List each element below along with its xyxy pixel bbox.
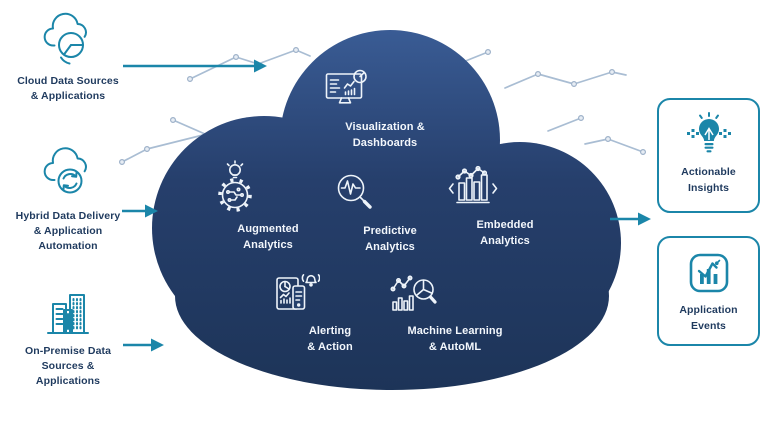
capability-label-line: Analytics bbox=[365, 240, 415, 253]
output-label-line: Actionable bbox=[681, 166, 736, 178]
capability-label-line: & AutoML bbox=[428, 340, 482, 353]
ml-magnifier-icon bbox=[390, 275, 437, 311]
capability-label-line: Dashboards bbox=[352, 136, 418, 149]
source-label-line: Automation bbox=[38, 240, 98, 252]
output-label-line: Insights bbox=[687, 182, 730, 194]
source-label-line: Applications bbox=[35, 375, 101, 387]
source-label-line: Sources & bbox=[41, 360, 95, 372]
source-hybrid-data-delivery: Hybrid Data Delivery & Application Autom… bbox=[4, 146, 132, 254]
output-label-line: Events bbox=[690, 320, 727, 332]
capability-label-line: Alerting bbox=[308, 325, 352, 337]
capability-label-line: Augmented bbox=[237, 223, 299, 235]
capability-label-line: Predictive bbox=[363, 225, 417, 237]
decor-zigzag-nodes bbox=[118, 46, 646, 166]
source-on-premise-data: On-Premise Data Sources & Applications bbox=[4, 290, 132, 389]
capability-label-line: Machine Learning bbox=[407, 325, 503, 337]
capability-alerting-action: Alerting & Action bbox=[272, 270, 388, 355]
cloud-sync-icon bbox=[43, 147, 87, 194]
magnifier-pulse-icon bbox=[337, 174, 372, 209]
device-bell-icon bbox=[276, 274, 320, 310]
capability-label-line: Analytics bbox=[480, 234, 530, 247]
capability-machine-learning: Machine Learning & AutoML bbox=[388, 272, 522, 355]
capability-predictive-analytics: Predictive Analytics bbox=[332, 170, 448, 255]
output-application-events: Application Events bbox=[657, 236, 760, 346]
embedded-bar-chart-icon bbox=[448, 165, 498, 204]
source-cloud-data-sources: Cloud Data Sources & Applications bbox=[8, 12, 128, 104]
source-label-line: & Application bbox=[33, 225, 103, 237]
cloud-pie-chart-icon bbox=[43, 12, 87, 65]
output-label-line: Application bbox=[679, 304, 738, 316]
source-label-line: Hybrid Data Delivery bbox=[15, 210, 121, 222]
app-chart-icon bbox=[689, 253, 728, 293]
capability-label-line: Analytics bbox=[243, 238, 293, 251]
gear-lightbulb-icon bbox=[218, 160, 252, 212]
buildings-icon bbox=[47, 294, 89, 334]
flow-arrows bbox=[122, 59, 651, 352]
source-label-line: Cloud Data Sources bbox=[17, 75, 119, 87]
source-label-line: On-Premise Data bbox=[24, 345, 112, 357]
capability-visualization-dashboards: Visualization & Dashboards bbox=[323, 68, 447, 151]
dashboard-monitor-icon bbox=[325, 69, 367, 104]
capability-embedded-analytics: Embedded Analytics bbox=[447, 164, 563, 249]
source-label-line: & Applications bbox=[30, 90, 106, 102]
lightbulb-rays-icon bbox=[686, 112, 731, 153]
capability-label-line: & Action bbox=[307, 340, 353, 353]
capability-label-line: Embedded bbox=[476, 219, 534, 231]
capability-label-line: Visualization & bbox=[345, 121, 425, 133]
output-actionable-insights: Actionable Insights bbox=[657, 98, 760, 213]
cloud-shape bbox=[152, 30, 621, 390]
capability-augmented-analytics: Augmented Analytics bbox=[210, 160, 326, 253]
